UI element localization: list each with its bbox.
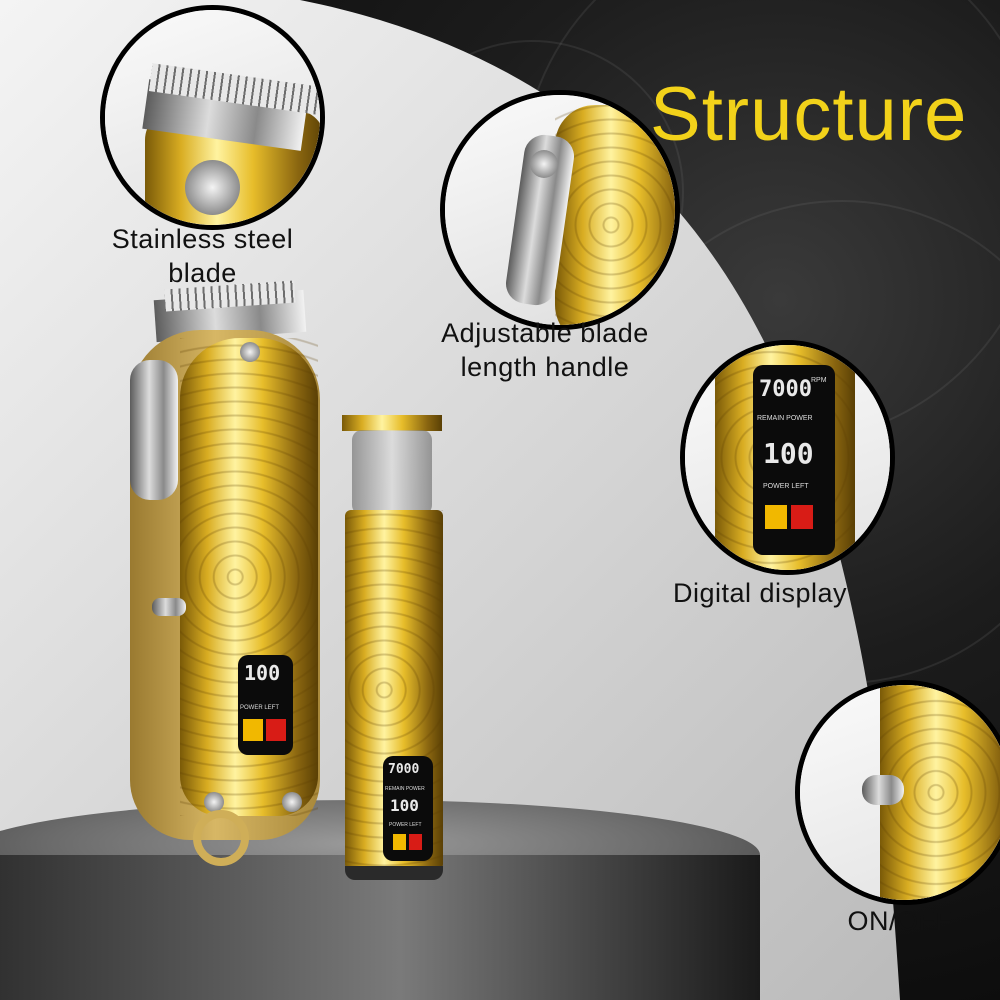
stainless-label-line1: Stainless steel — [111, 224, 294, 254]
clipper-side-closeup — [555, 105, 675, 325]
adjust-label-line2: length handle — [460, 352, 630, 382]
page-title: Structure — [650, 72, 968, 157]
screw — [240, 342, 260, 362]
digital-display-icon: 7000 RPM REMAIN POWER 100 POWER LEFT — [753, 365, 835, 555]
on-off-callout — [795, 680, 1000, 905]
adjust-label: Adjustable blade length handle — [400, 316, 690, 384]
clipper-readout: 100 — [244, 661, 281, 685]
screw — [530, 150, 558, 178]
digital-label: Digital display — [672, 578, 848, 608]
stainless-label-line2: blade — [168, 258, 237, 288]
screw — [185, 160, 240, 215]
power-left-caption: POWER LEFT — [763, 483, 809, 490]
battery-icon — [765, 505, 787, 529]
clipper-display: 100 POWER LEFT — [238, 655, 293, 755]
remain-power-caption: REMAIN POWER — [757, 415, 813, 422]
adjust-label-line1: Adjustable blade — [441, 318, 649, 348]
trimmer-base — [345, 866, 443, 880]
battery-icon — [243, 719, 263, 741]
screw — [204, 792, 224, 812]
clipper-power-switch — [152, 598, 186, 616]
trimmer-rpm-readout: 7000 — [388, 762, 420, 777]
screw — [282, 792, 302, 812]
stainless-label: Stainless steel blade — [60, 222, 345, 290]
charge-icon — [266, 719, 286, 741]
trimmer-remain-caption: REMAIN POWER — [385, 786, 425, 792]
charge-icon — [791, 505, 813, 529]
trimmer-display: 7000 REMAIN POWER 100 POWER LEFT — [383, 756, 433, 861]
stainless-blade-callout — [100, 5, 325, 230]
battery-icon — [393, 834, 406, 850]
adjust-handle-callout — [440, 90, 680, 330]
digital-display-callout: 7000 RPM REMAIN POWER 100 POWER LEFT — [680, 340, 895, 575]
clipper-hang-loop — [193, 810, 249, 866]
trimmer-power-left: POWER LEFT — [389, 822, 422, 828]
power-readout: 100 — [763, 437, 814, 470]
charge-icon — [409, 834, 422, 850]
rpm-readout: 7000 — [759, 377, 812, 402]
on-off-switch-icon — [862, 775, 904, 805]
onoff-label: ON/OFF — [847, 906, 953, 936]
clipper-power-left: POWER LEFT — [240, 705, 280, 711]
trimmer-transparent-head — [352, 430, 432, 515]
rpm-unit: RPM — [811, 377, 827, 384]
trimmer-blade — [342, 415, 442, 431]
trimmer-power-readout: 100 — [390, 796, 419, 815]
clipper-adjust-lever — [130, 360, 178, 500]
